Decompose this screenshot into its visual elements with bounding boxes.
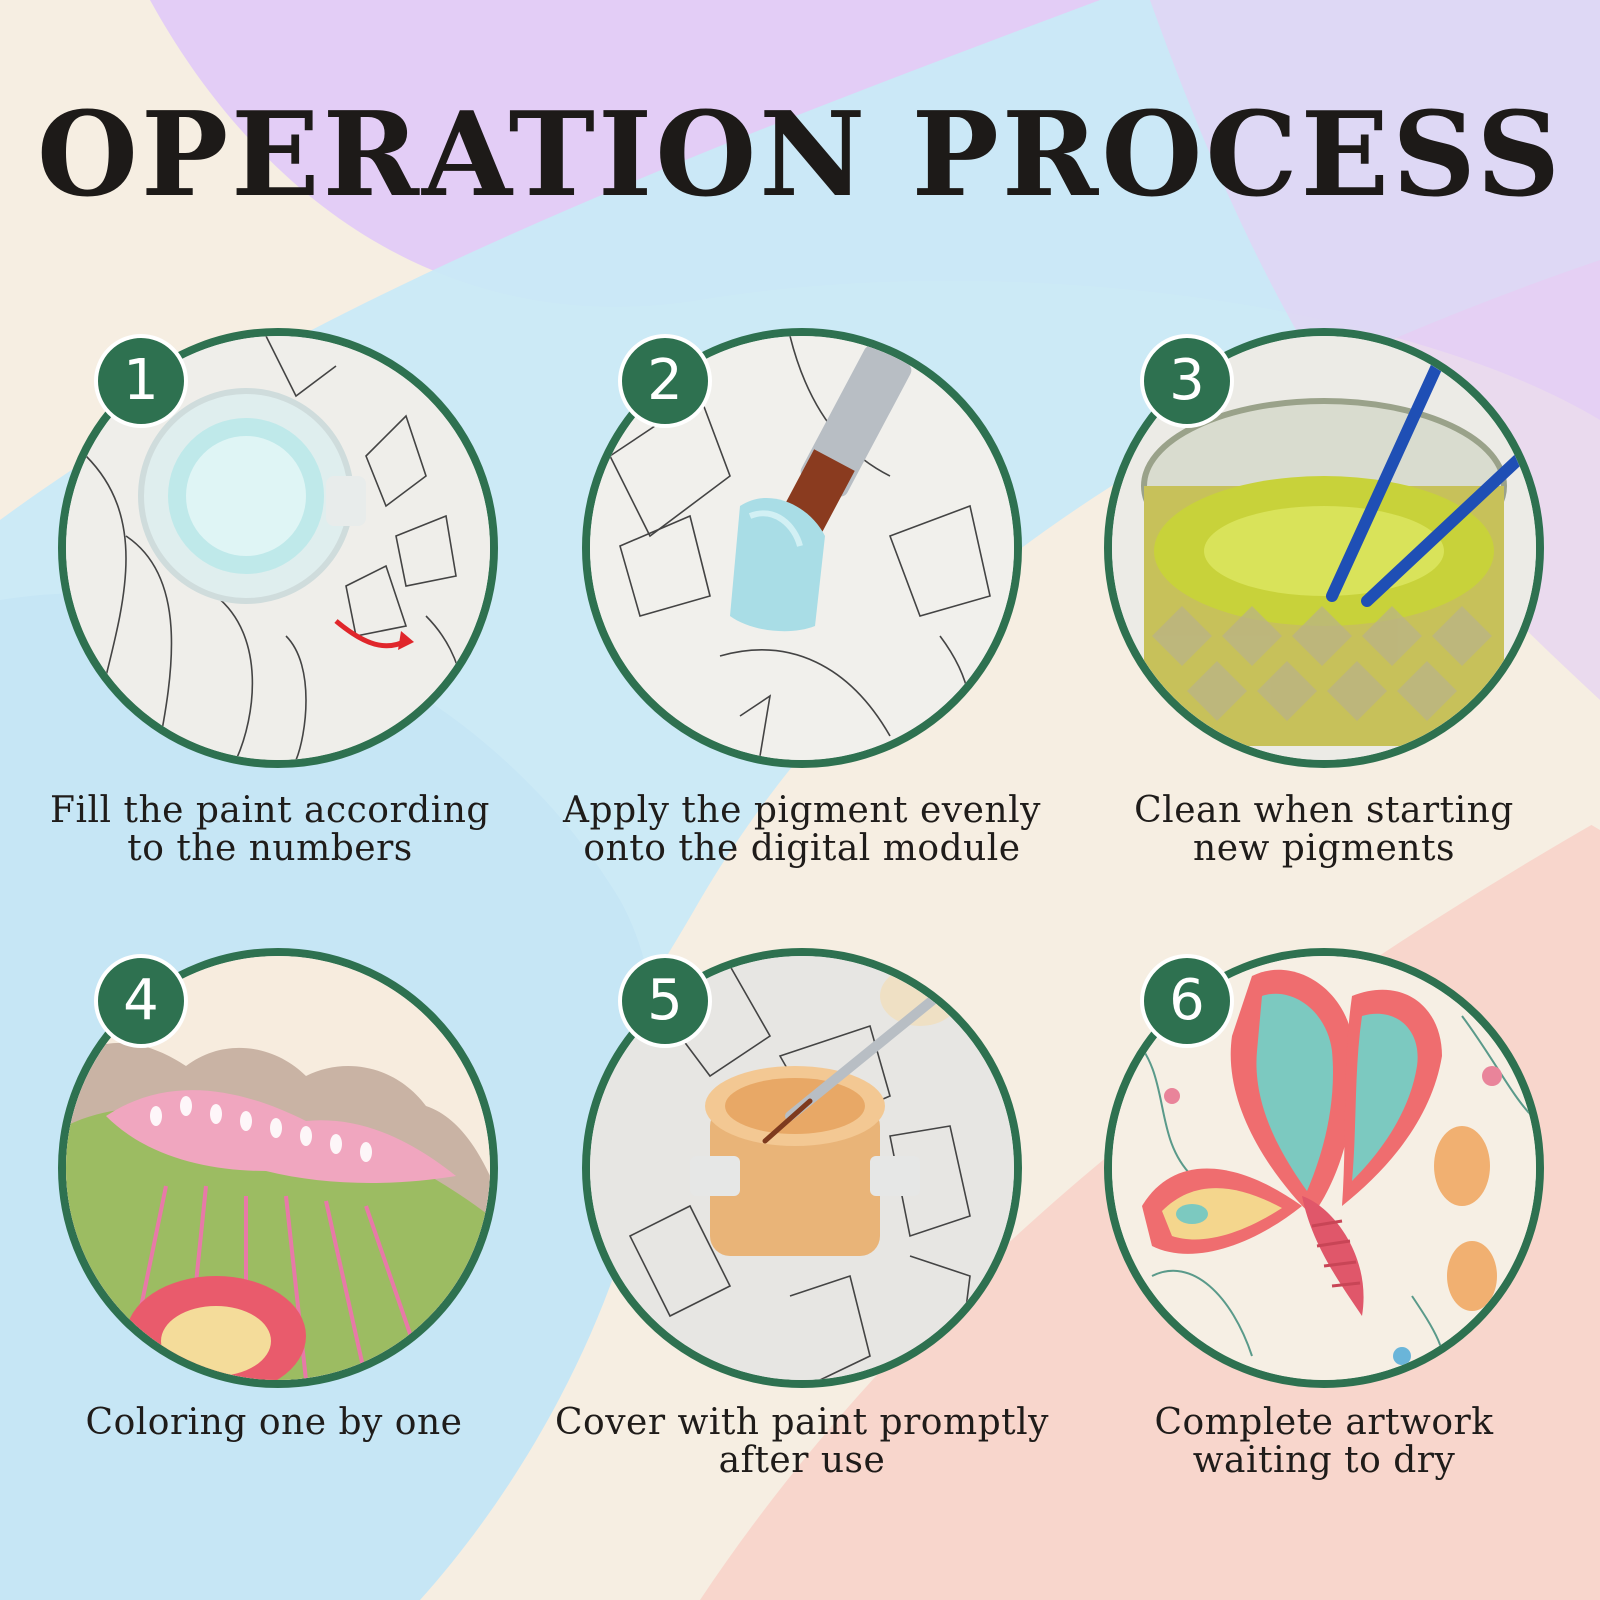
caption-line: Complete artwork: [1154, 1402, 1494, 1443]
caption-line: Clean when starting: [1134, 790, 1514, 831]
finished-butterfly-artwork-photo: [1104, 948, 1544, 1388]
step-6: 6: [1104, 948, 1544, 1388]
step-5-caption: Cover with paint promptly after use: [522, 1404, 1082, 1480]
caption-line: new pigments: [1193, 828, 1455, 869]
caption-line: Fill the paint according: [50, 790, 490, 831]
step-3-caption: Clean when starting new pigments: [1044, 792, 1600, 868]
step-3: 3: [1104, 328, 1544, 768]
caption-line: Cover with paint promptly: [555, 1402, 1049, 1443]
painted-flower-closeup-photo: [58, 948, 498, 1388]
step-2-caption: Apply the pigment evenly onto the digita…: [522, 792, 1082, 868]
caption-line: waiting to dry: [1192, 1440, 1456, 1481]
caption-line: Apply the pigment evenly: [563, 790, 1041, 831]
step-number-badge: 2: [618, 334, 712, 428]
step-4-caption: Coloring one by one: [0, 1404, 554, 1442]
step-number-badge: 6: [1140, 954, 1234, 1048]
step-1-caption: Fill the paint according to the numbers: [0, 792, 550, 868]
step-number-badge: 4: [94, 954, 188, 1048]
caption-line: Coloring one by one: [85, 1402, 463, 1443]
paint-pot-on-canvas-photo: [58, 328, 498, 768]
caption-line: to the numbers: [127, 828, 413, 869]
step-5: 5: [582, 948, 1022, 1388]
caption-line: onto the digital module: [583, 828, 1021, 869]
step-6-caption: Complete artwork waiting to dry: [1044, 1404, 1600, 1480]
step-number-badge: 5: [618, 954, 712, 1048]
step-1: 1: [58, 328, 498, 768]
step-2: 2: [582, 328, 1022, 768]
page-title: OPERATION PROCESS: [36, 87, 1564, 223]
step-4: 4: [58, 948, 498, 1388]
step-number-badge: 1: [94, 334, 188, 428]
caption-line: after use: [718, 1440, 886, 1481]
step-number-badge: 3: [1140, 334, 1234, 428]
